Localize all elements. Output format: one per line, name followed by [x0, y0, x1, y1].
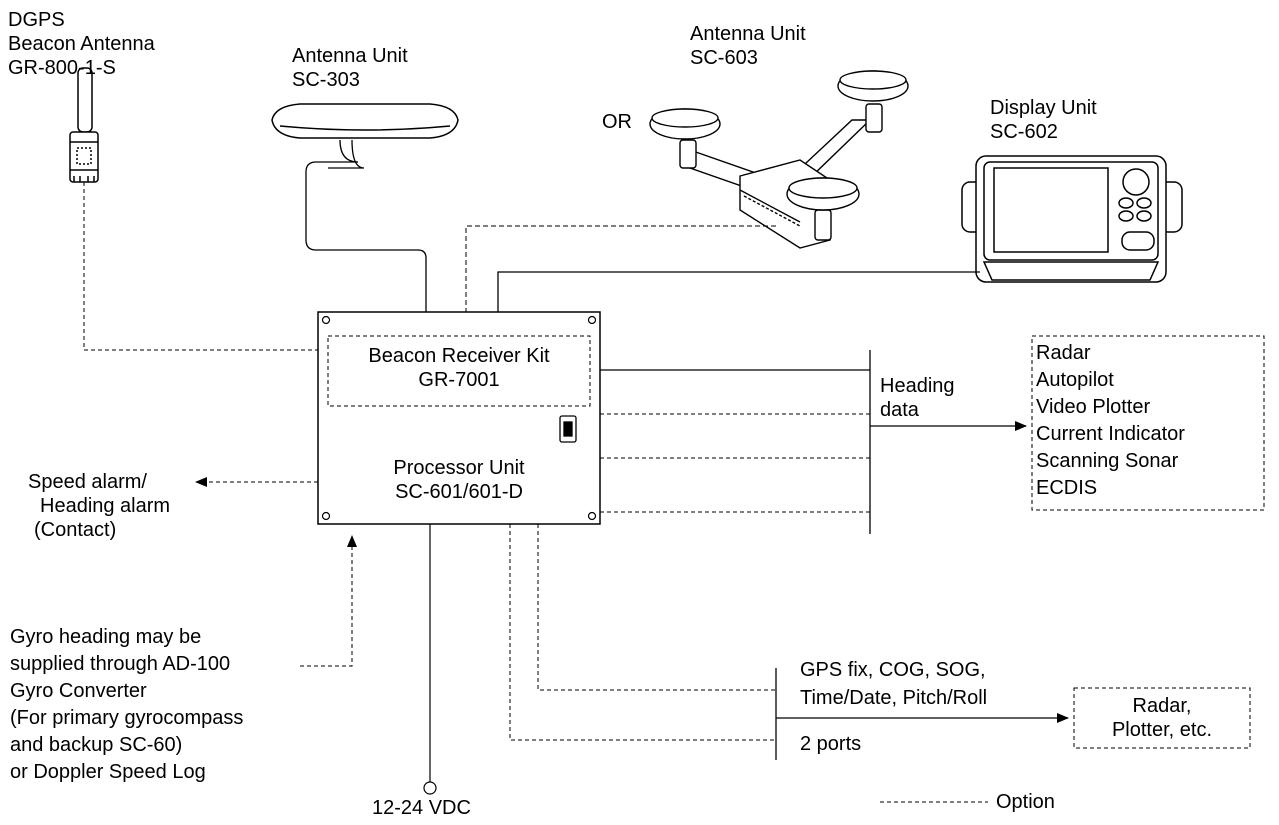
gps-outputs-box — [1073, 687, 1251, 749]
heading-output-item: Video Plotter — [1036, 396, 1151, 418]
sc603-cable — [465, 225, 776, 312]
antenna-sc303-label-line2: SC-303 — [292, 69, 360, 91]
power-label: 12-24 VDC — [372, 797, 471, 819]
alarm-label: Speed alarm/ Heading alarm (Contact) — [28, 470, 170, 542]
gyro-input-line — [300, 535, 357, 667]
beacon-kit-label: Beacon Receiver Kit GR-7001 — [328, 344, 590, 392]
display-unit-icon — [961, 155, 1183, 283]
gps-data-label-line1: GPS fix, COG, SOG, — [800, 659, 986, 681]
power-switch-icon — [559, 415, 577, 443]
antenna-sc603-label-line2: SC-603 — [690, 47, 758, 69]
gps-data-label: GPS fix, COG, SOG, Time/Date, Pitch/Roll — [800, 656, 987, 712]
display-cable — [497, 271, 980, 312]
heading-data-label: Heading data — [880, 374, 955, 422]
heading-output-item: Current Indicator — [1036, 423, 1185, 445]
heading-output-item: Scanning Sonar — [1036, 450, 1179, 472]
gyro-note-line: (For primary gyrocompass — [10, 707, 244, 729]
gps-ports-label: 2 ports — [800, 733, 862, 755]
heading-output-item: Radar — [1036, 342, 1091, 364]
heading-output-item: Autopilot — [1036, 369, 1114, 391]
beacon-antenna-label-line2: Beacon Antenna — [8, 33, 155, 55]
gyro-note-line: Gyro heading may be — [10, 626, 202, 648]
processor-unit-label: Processor Unit SC-601/601-D — [318, 456, 600, 504]
legend-option-label: Option — [996, 791, 1055, 813]
antenna-sc303-label-line1: Antenna Unit — [292, 45, 408, 67]
antenna-sc303-label: Antenna Unit SC-303 — [292, 44, 408, 92]
antenna-sc603-label: Antenna Unit SC-603 — [690, 22, 806, 70]
gyro-note-line: supplied through AD-100 — [10, 653, 231, 675]
alarm-label-line2: Heading alarm — [40, 495, 171, 517]
beacon-kit-label-line2: GR-7001 — [418, 369, 500, 391]
gyro-note-label: Gyro heading may be supplied through AD-… — [10, 624, 243, 786]
beacon-antenna-icon — [69, 67, 99, 183]
antenna-sc603-label-line1: Antenna Unit — [690, 23, 806, 45]
display-unit-label: Display Unit SC-602 — [990, 96, 1097, 144]
beacon-cable — [83, 182, 318, 351]
power-terminal-icon — [423, 781, 437, 795]
gps-outputs-label-line1: Radar, — [1132, 695, 1192, 717]
gps-outputs-label-line2: Plotter, etc. — [1111, 719, 1213, 741]
heading-outputs-box — [1031, 335, 1265, 511]
gyro-note-line: and backup SC-60) — [10, 734, 183, 756]
processor-unit-label-line1: Processor Unit — [393, 457, 525, 479]
gps-data-label-line2: Time/Date, Pitch/Roll — [800, 687, 988, 709]
beacon-antenna-label-line1: DGPS — [8, 9, 65, 31]
alarm-label-line3: (Contact) — [34, 519, 117, 541]
gyro-note-line: or Doppler Speed Log — [10, 761, 206, 783]
antenna-sc303-icon — [271, 103, 459, 139]
gps-output-bus — [509, 524, 1069, 760]
processor-unit-label-line2: SC-601/601-D — [395, 481, 523, 503]
gps-outputs-label: Radar, Plotter, etc. — [1074, 694, 1250, 742]
alarm-label-line1: Speed alarm/ — [28, 471, 147, 493]
sc303-cable — [305, 139, 427, 312]
display-unit-label-line2: SC-602 — [990, 121, 1058, 143]
heading-data-label-line2: data — [880, 399, 919, 421]
or-label: OR — [602, 111, 632, 133]
antenna-sc603-icon — [649, 70, 909, 249]
beacon-antenna-label: DGPS Beacon Antenna GR-800-1-S — [8, 8, 155, 80]
heading-outputs-list: Radar Autopilot Video Plotter Current In… — [1036, 340, 1185, 502]
processor-unit-box — [317, 311, 601, 525]
gyro-note-line: Gyro Converter — [10, 680, 147, 702]
beacon-antenna-label-line3: GR-800-1-S — [8, 57, 116, 79]
heading-data-label-line1: Heading — [880, 375, 955, 397]
heading-output-item: ECDIS — [1036, 477, 1098, 499]
display-unit-label-line1: Display Unit — [990, 97, 1097, 119]
beacon-kit-label-line1: Beacon Receiver Kit — [368, 345, 550, 367]
heading-data-bus — [600, 350, 1027, 534]
